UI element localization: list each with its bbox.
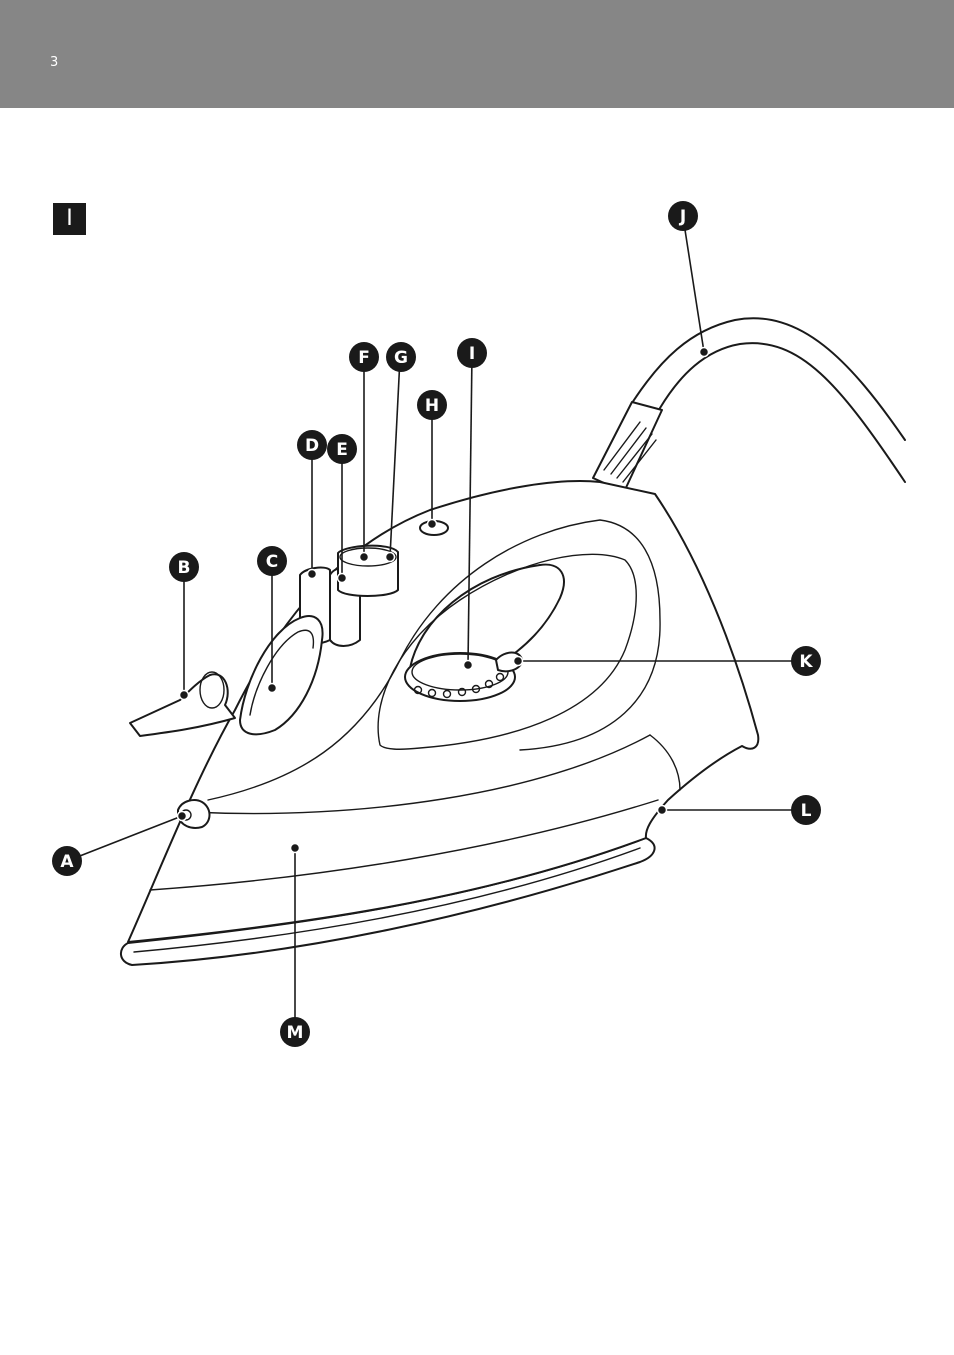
callout-label: L [801,801,812,821]
callout-K: K [791,646,821,676]
callout-label: J [679,207,686,227]
callout-label: E [336,440,348,460]
callout-C: C [257,546,287,576]
callout-D: D [297,430,327,460]
callout-label: F [358,348,370,368]
callout-B: B [169,552,199,582]
callout-I: I [457,338,487,368]
power-cord [632,318,905,482]
callout-M: M [280,1017,310,1047]
callout-H: H [417,390,447,420]
callout-J: J [668,201,698,231]
callout-L: L [791,795,821,825]
filling-nozzle [130,672,235,736]
callout-label: G [394,348,408,368]
callout-label: I [469,344,475,364]
callout-F: F [349,342,379,372]
callout-label: A [60,852,74,872]
callout-E: E [327,434,357,464]
callout-label: M [287,1023,304,1043]
callout-G: G [386,342,416,372]
callout-label: C [266,552,278,572]
callout-label: B [178,558,191,578]
cord-strain-relief [593,402,662,492]
callout-label: H [425,396,439,416]
callout-label: D [305,436,319,456]
callout-label: K [799,652,813,672]
callout-A: A [52,846,82,876]
